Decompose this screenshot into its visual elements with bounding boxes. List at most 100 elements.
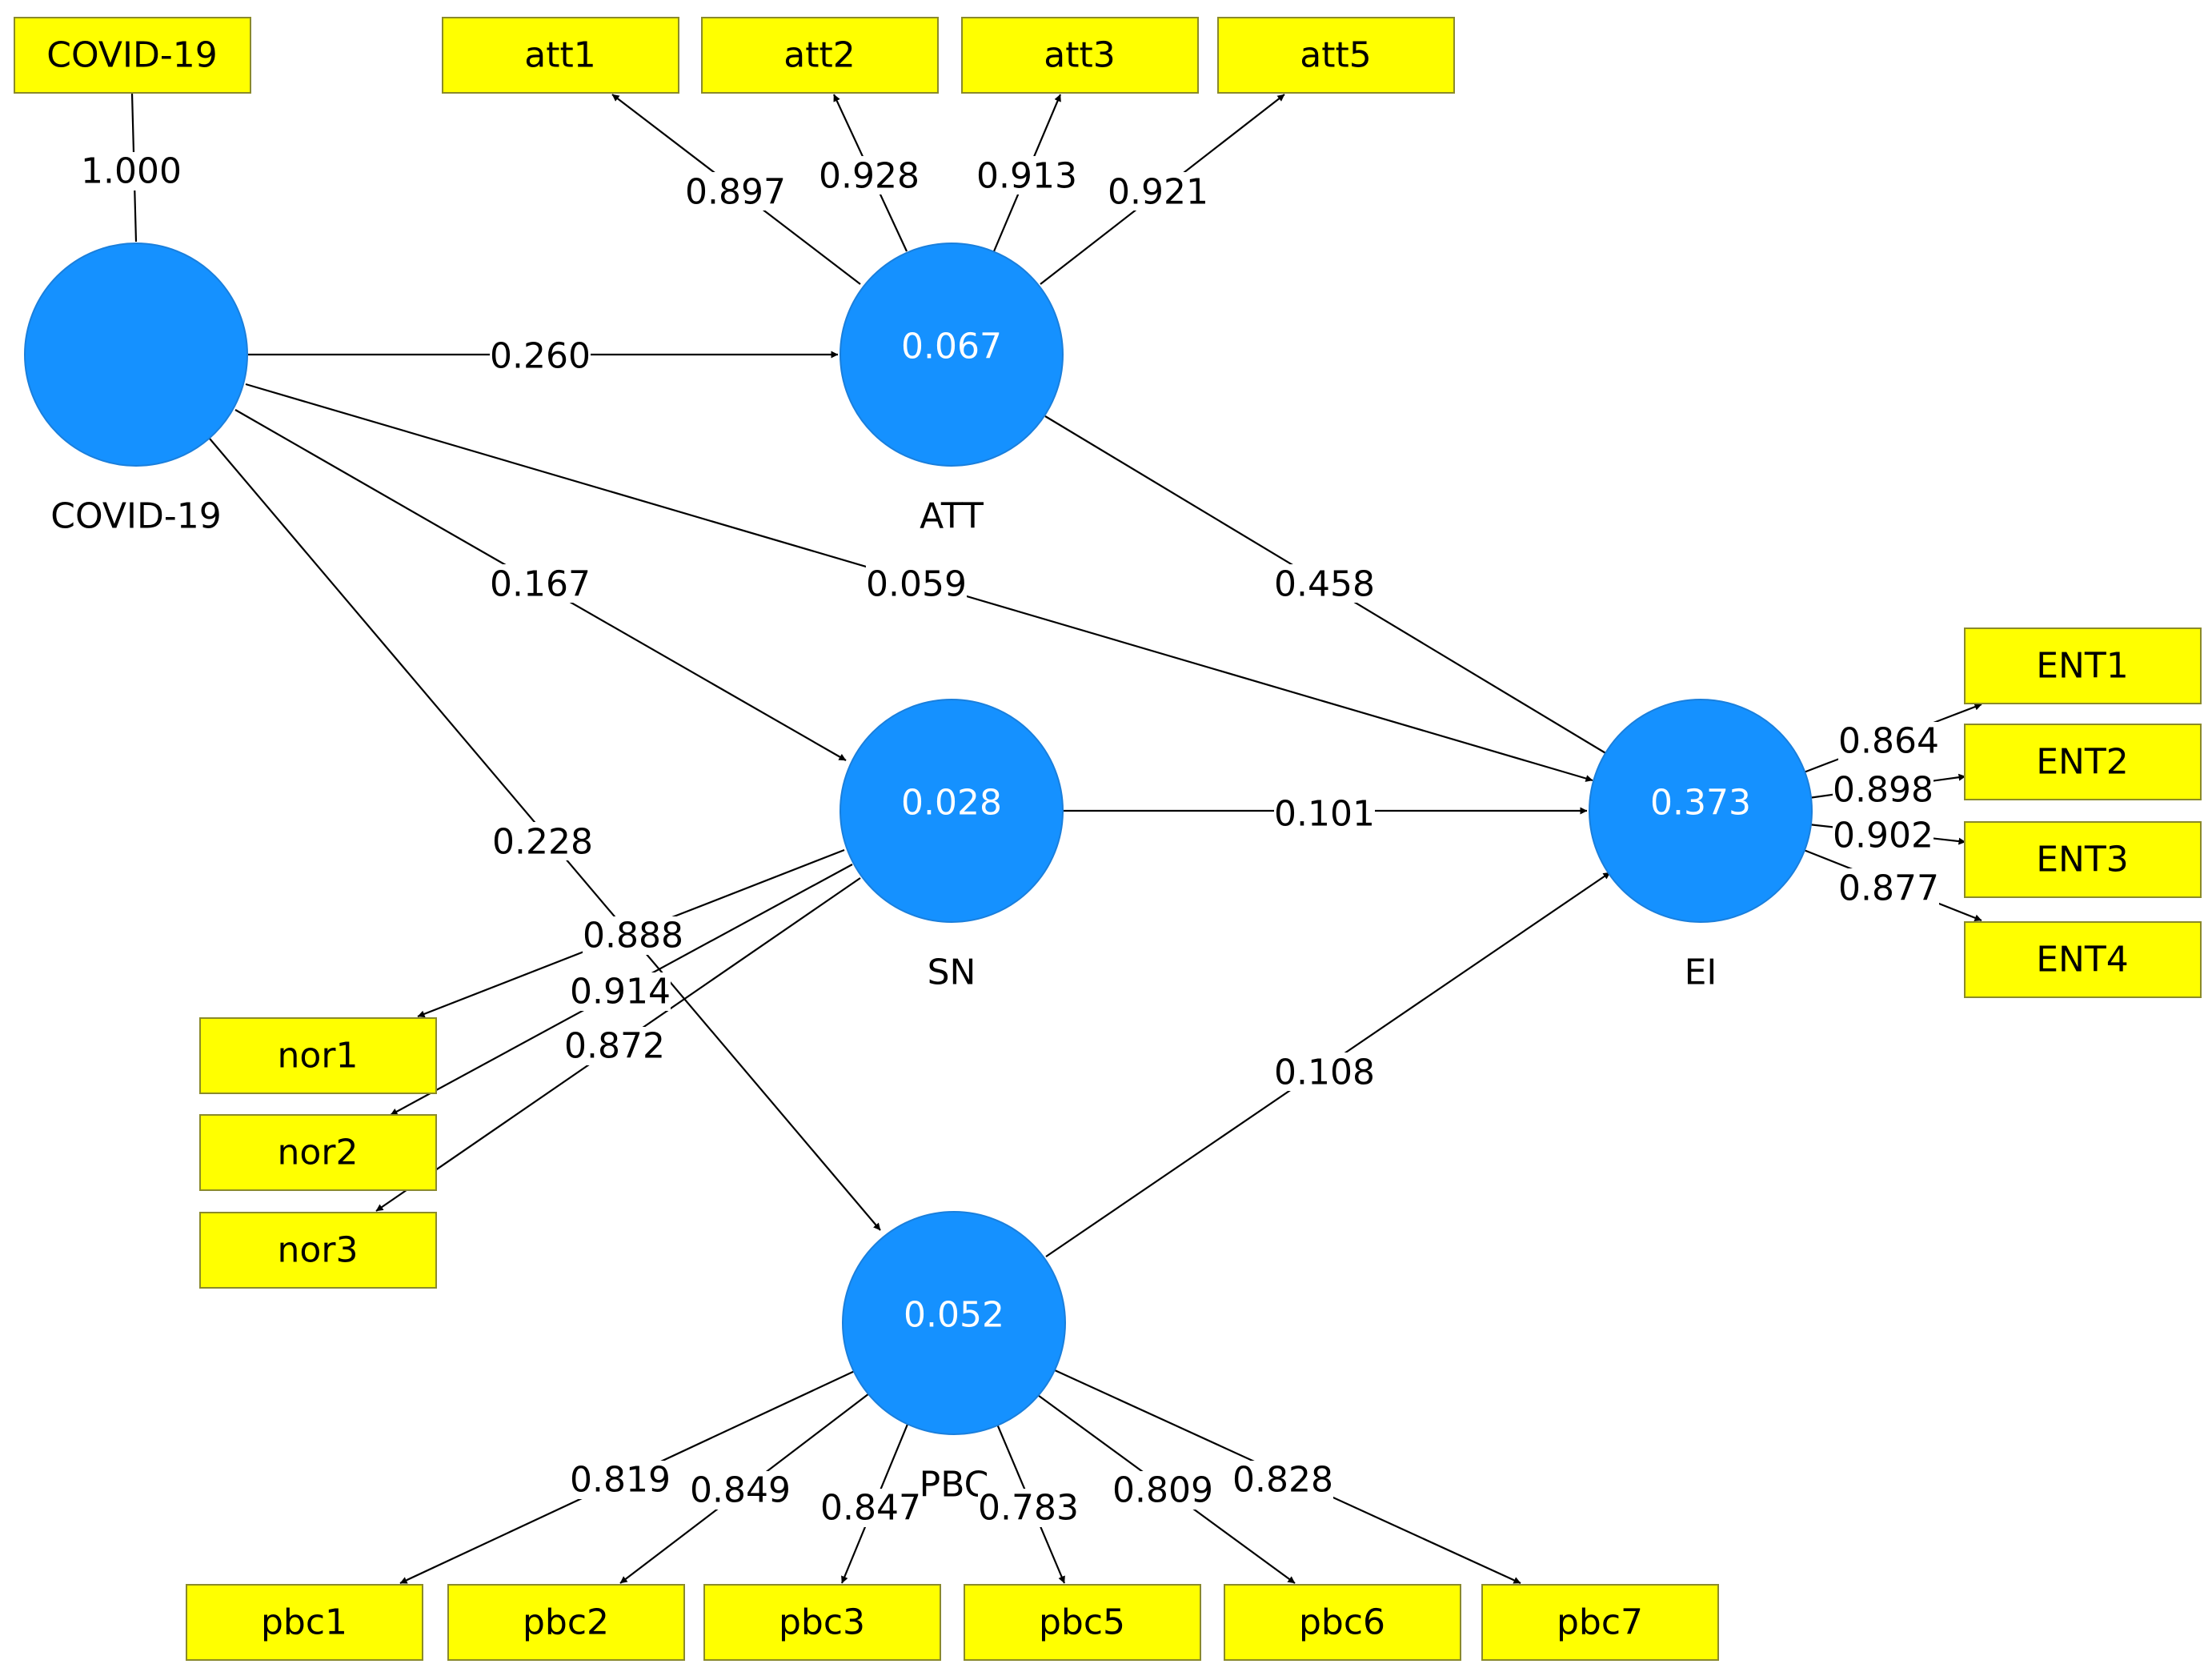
indicator-ent2[interactable]: ENT2	[1964, 724, 2202, 800]
label-loading-ent1: 0.864	[1838, 721, 1939, 762]
indicator-covid19[interactable]: COVID-19	[14, 17, 251, 94]
svg-text:0.167: 0.167	[490, 564, 591, 605]
svg-text:0.849: 0.849	[690, 1470, 791, 1511]
svg-text:pbc5: pbc5	[1039, 1602, 1125, 1643]
latent-ei[interactable]: 0.373 EI	[1589, 699, 1813, 993]
r2-ei: 0.373	[1650, 783, 1751, 824]
latent-name-covid19: COVID-19	[50, 496, 221, 537]
label-loading-covid19: 1.000	[81, 151, 182, 192]
latent-covid19[interactable]: COVID-19	[24, 243, 248, 537]
svg-text:0.921: 0.921	[1108, 172, 1208, 213]
svg-text:ENT1: ENT1	[2036, 646, 2129, 687]
label-loading-nor3: 0.872	[564, 1026, 665, 1067]
edge-labels: 0.260 0.167 0.059 0.228 0.458 0.101 0.10…	[81, 151, 1939, 1529]
label-covid-sn: 0.167	[490, 564, 591, 605]
svg-text:ENT4: ENT4	[2036, 940, 2129, 980]
svg-text:ENT3: ENT3	[2036, 840, 2129, 880]
svg-text:att2: att2	[783, 35, 855, 76]
indicator-att1[interactable]: att1	[442, 17, 679, 94]
label-loading-pbc7: 0.828	[1232, 1460, 1333, 1501]
svg-text:0.864: 0.864	[1838, 721, 1939, 762]
svg-text:0.228: 0.228	[492, 822, 593, 863]
latent-name-sn: SN	[928, 952, 976, 993]
svg-text:0.898: 0.898	[1833, 770, 1933, 811]
label-loading-att1: 0.897	[685, 172, 786, 213]
svg-text:0.897: 0.897	[685, 172, 786, 213]
label-loading-pbc3: 0.847	[820, 1488, 921, 1529]
label-loading-nor1: 0.888	[583, 916, 683, 956]
indicator-ent3[interactable]: ENT3	[1964, 821, 2202, 898]
label-covid-ei: 0.059	[866, 564, 967, 605]
svg-text:nor2: nor2	[278, 1133, 359, 1173]
svg-text:0.260: 0.260	[490, 336, 591, 377]
r2-pbc: 0.052	[904, 1295, 1004, 1336]
label-loading-ent2: 0.898	[1833, 770, 1933, 811]
r2-att: 0.067	[901, 327, 1002, 367]
svg-text:1.000: 1.000	[81, 151, 182, 192]
svg-text:att1: att1	[524, 35, 595, 76]
indicator-pbc5[interactable]: pbc5	[964, 1584, 1201, 1661]
svg-text:0.819: 0.819	[570, 1460, 671, 1501]
label-pbc-ei: 0.108	[1274, 1053, 1375, 1093]
indicator-nor1[interactable]: nor1	[199, 1017, 437, 1094]
r2-sn: 0.028	[901, 783, 1002, 824]
svg-text:0.108: 0.108	[1274, 1053, 1375, 1093]
indicator-att2[interactable]: att2	[701, 17, 939, 94]
indicator-pbc1[interactable]: pbc1	[186, 1584, 423, 1661]
indicator-pbc2[interactable]: pbc2	[447, 1584, 685, 1661]
label-loading-pbc5: 0.783	[978, 1488, 1079, 1529]
svg-text:att3: att3	[1044, 35, 1115, 76]
label-sn-ei: 0.101	[1274, 794, 1375, 835]
svg-text:pbc2: pbc2	[523, 1602, 609, 1643]
indicator-ent4[interactable]: ENT4	[1964, 921, 2202, 998]
indicator-ent1[interactable]: ENT1	[1964, 627, 2202, 704]
indicator-nor3[interactable]: nor3	[199, 1212, 437, 1289]
label-covid-att: 0.260	[490, 336, 591, 377]
svg-text:0.809: 0.809	[1112, 1470, 1213, 1511]
label-att-ei: 0.458	[1274, 564, 1375, 605]
svg-text:pbc3: pbc3	[779, 1602, 865, 1643]
label-covid-pbc: 0.228	[492, 822, 593, 863]
indicator-pbc7[interactable]: pbc7	[1481, 1584, 1719, 1661]
svg-text:0.059: 0.059	[866, 564, 967, 605]
svg-text:0.888: 0.888	[583, 916, 683, 956]
svg-text:0.877: 0.877	[1838, 868, 1939, 909]
svg-text:0.914: 0.914	[570, 972, 671, 1012]
svg-text:COVID-19: COVID-19	[46, 35, 217, 76]
svg-text:0.913: 0.913	[976, 156, 1077, 197]
label-loading-att2: 0.928	[819, 156, 920, 197]
svg-text:0.847: 0.847	[820, 1488, 921, 1529]
svg-text:0.872: 0.872	[564, 1026, 665, 1067]
label-loading-att3: 0.913	[976, 156, 1077, 197]
svg-text:0.828: 0.828	[1232, 1460, 1333, 1501]
svg-text:pbc1: pbc1	[261, 1602, 347, 1643]
svg-text:0.783: 0.783	[978, 1488, 1079, 1529]
svg-text:ENT2: ENT2	[2036, 742, 2129, 783]
latents: COVID-19 0.067 ATT 0.028 SN 0.373 EI 0.0…	[24, 243, 1813, 1506]
indicator-nor2[interactable]: nor2	[199, 1114, 437, 1191]
svg-text:0.928: 0.928	[819, 156, 920, 197]
indicator-att5[interactable]: att5	[1217, 17, 1455, 94]
indicator-att3[interactable]: att3	[961, 17, 1199, 94]
label-loading-ent3: 0.902	[1833, 816, 1933, 856]
label-loading-pbc6: 0.809	[1112, 1470, 1213, 1511]
label-loading-ent4: 0.877	[1838, 868, 1939, 909]
latent-att[interactable]: 0.067 ATT	[840, 243, 1064, 537]
latent-sn[interactable]: 0.028 SN	[840, 699, 1064, 993]
indicator-pbc3[interactable]: pbc3	[703, 1584, 941, 1661]
label-loading-pbc1: 0.819	[570, 1460, 671, 1501]
indicators: COVID-19 att1 att2 att3 att5 ENT1 ENT2	[14, 17, 2202, 1661]
svg-text:nor1: nor1	[278, 1036, 359, 1077]
svg-text:0.101: 0.101	[1274, 794, 1375, 835]
label-loading-att5: 0.921	[1108, 172, 1208, 213]
svg-text:pbc7: pbc7	[1557, 1602, 1643, 1643]
label-loading-nor2: 0.914	[570, 972, 671, 1012]
label-loading-pbc2: 0.849	[690, 1470, 791, 1511]
svg-text:att5: att5	[1300, 35, 1371, 76]
svg-text:0.902: 0.902	[1833, 816, 1933, 856]
latent-pbc[interactable]: 0.052 PBC	[842, 1211, 1066, 1506]
latent-name-pbc: PBC	[920, 1465, 989, 1506]
svg-text:0.458: 0.458	[1274, 564, 1375, 605]
indicator-pbc6[interactable]: pbc6	[1224, 1584, 1461, 1661]
